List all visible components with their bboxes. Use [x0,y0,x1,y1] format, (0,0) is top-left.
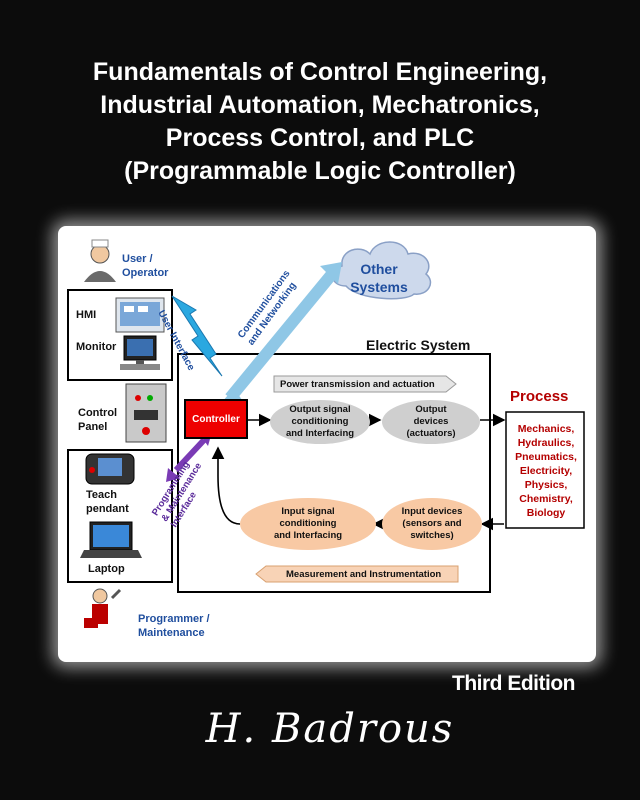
pendant-laptop-box [67,449,173,583]
power-band [273,375,457,393]
measurement-band-label: Measurement and Instrumentation [286,568,442,580]
input-devices-ellipse: Input devices (sensors and switches) [382,498,482,550]
feedback-arrow [211,446,241,525]
process-items: Mechanics, Hydraulics, Pneumatics, Elect… [515,423,577,519]
user-operator-icon [84,239,116,282]
monitor-label: Monitor [76,341,117,353]
book-title: Fundamentals of Control Engineering, Ind… [10,56,630,188]
input-signal-ellipse: Input signal conditioning and Interfacin… [240,498,376,550]
cloud-shape [332,241,432,300]
edition-label: Third Edition [452,672,575,695]
author-signature: H. Badrous [205,706,455,752]
title-line: Industrial Automation, Mechatronics, [100,91,540,119]
electric-system-label: Electric System [366,337,471,353]
process-box [505,411,585,529]
electric-system-box [177,353,491,593]
process-title: Process [510,388,569,405]
communications-arrow [222,262,342,402]
hmi-label: HMI [76,309,97,321]
teach-pendant-icon [85,453,135,485]
output-devices-ellipse: Output devices (actuators) [382,400,480,444]
monitor-icon [120,335,160,370]
title-line: (Programmable Logic Controller) [124,157,516,185]
controller-block: Controller [184,399,248,439]
laptop-icon [80,521,142,558]
title-line: Process Control, and PLC [165,124,475,152]
title-line: Fundamentals of Control Engineering, [92,58,548,86]
teach-pendant-label: Teach pendant [86,489,129,515]
control-panel-icon [125,383,167,443]
diagram-graphics [67,239,585,628]
measurement-band [255,565,459,583]
user-operator-label: User / Operator [122,253,169,279]
other-systems-label: Other Systems [350,261,408,295]
control-panel-label: Control Panel [78,407,118,433]
programmer-icon [84,588,122,628]
power-band-label: Power transmission and actuation [280,378,435,390]
hmi-monitor-box [67,289,173,381]
diagram-panel: User / Operator HMI Monitor Control Pane… [58,226,596,662]
laptop-label: Laptop [88,563,125,575]
programmer-label: Programmer / Maintenance [138,613,210,639]
output-signal-ellipse: Output signal conditioning and Interfaci… [270,400,370,444]
user-interface-arrow [171,295,223,377]
hmi-icon [115,297,165,333]
